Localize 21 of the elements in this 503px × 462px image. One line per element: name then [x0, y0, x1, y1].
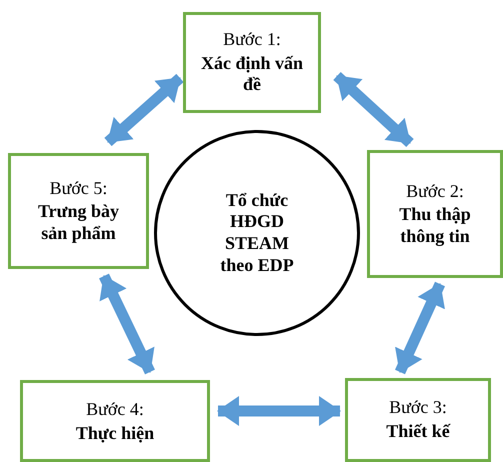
step-box — [183, 12, 321, 113]
step-title: Trưng bày sản phẩm — [37, 201, 120, 244]
step-box — [8, 153, 149, 269]
double-arrow — [333, 72, 414, 148]
step-title: Thu thập thông tin — [398, 204, 472, 248]
step-label: Bước 2: — [405, 180, 465, 202]
double-arrow — [395, 282, 445, 374]
step-label: Bước 1: — [222, 29, 282, 51]
step-title: Thực hiện — [74, 422, 156, 444]
center-text: Tổ chức HĐGD STEAM theo EDP — [219, 190, 295, 276]
double-arrow — [99, 274, 155, 374]
step-label: Bước 4: — [85, 399, 145, 421]
step-title: Xác định vấn đề — [200, 52, 304, 96]
step-box — [367, 150, 503, 278]
double-arrow — [217, 396, 341, 426]
step-label: Bước 5: — [48, 178, 108, 200]
step-title: Thiết kế — [385, 420, 452, 442]
step-box — [345, 378, 491, 462]
double-arrow — [104, 74, 184, 146]
step-label: Bước 3: — [388, 397, 448, 419]
step-box — [20, 380, 210, 462]
